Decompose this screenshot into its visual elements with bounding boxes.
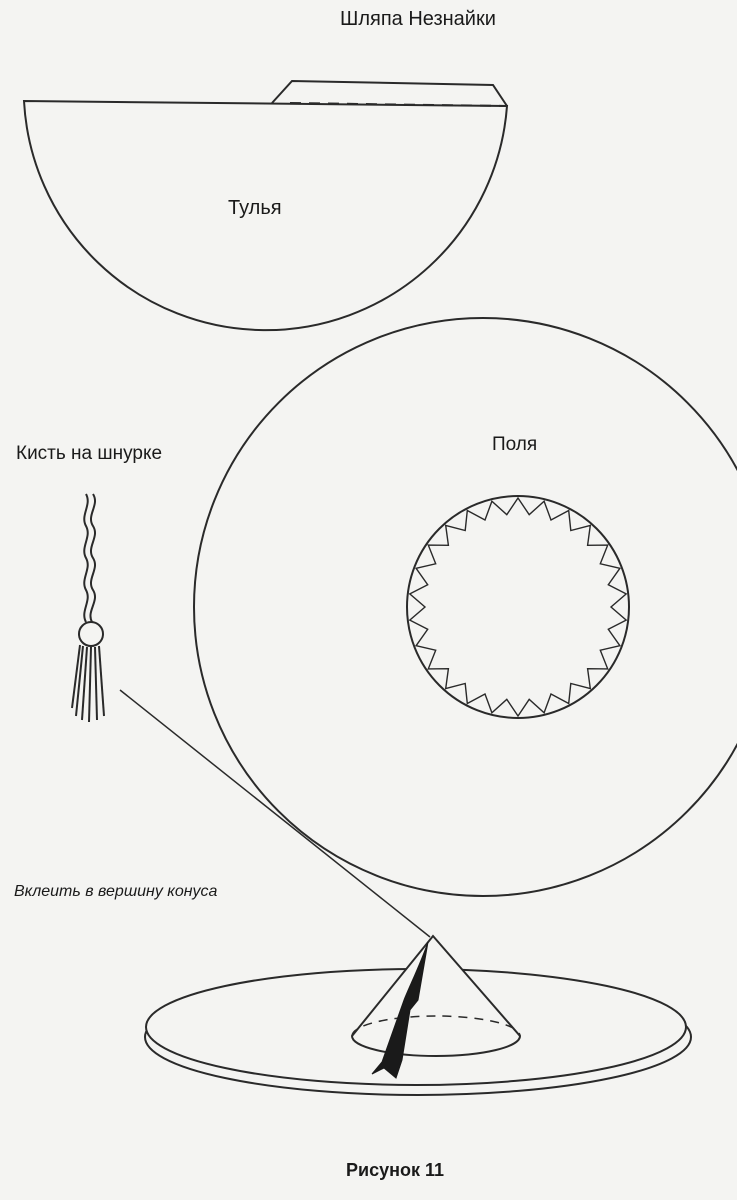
brim-zigzag-cut-line: [408, 496, 628, 718]
crown-glue-tab: [271, 79, 508, 107]
brim-inner-circle: [406, 495, 630, 719]
crown-outline: [22, 99, 509, 332]
brim-pattern: [193, 317, 737, 897]
hat-cone: [350, 934, 522, 1057]
figure-caption: Рисунок 11: [346, 1160, 444, 1180]
tassel-label: Кисть на шнурке: [16, 443, 163, 464]
hat-cone-hidden-base: [351, 1015, 521, 1037]
crown-pattern: [22, 79, 509, 332]
assembled-hat-icon: [144, 934, 692, 1096]
tassel-on-cord-icon: [71, 493, 105, 723]
diagram-title: Шляпа Незнайки: [340, 8, 496, 30]
glue-note: Вклеить в вершину конуса: [14, 883, 218, 900]
brim-label: Поля: [492, 434, 538, 455]
brim-outer-circle: [193, 317, 737, 897]
crown-fold-line: [289, 102, 506, 107]
hat-tassel: [371, 941, 429, 1079]
leader-line: [119, 689, 431, 938]
crown-label: Тулья: [228, 197, 282, 219]
